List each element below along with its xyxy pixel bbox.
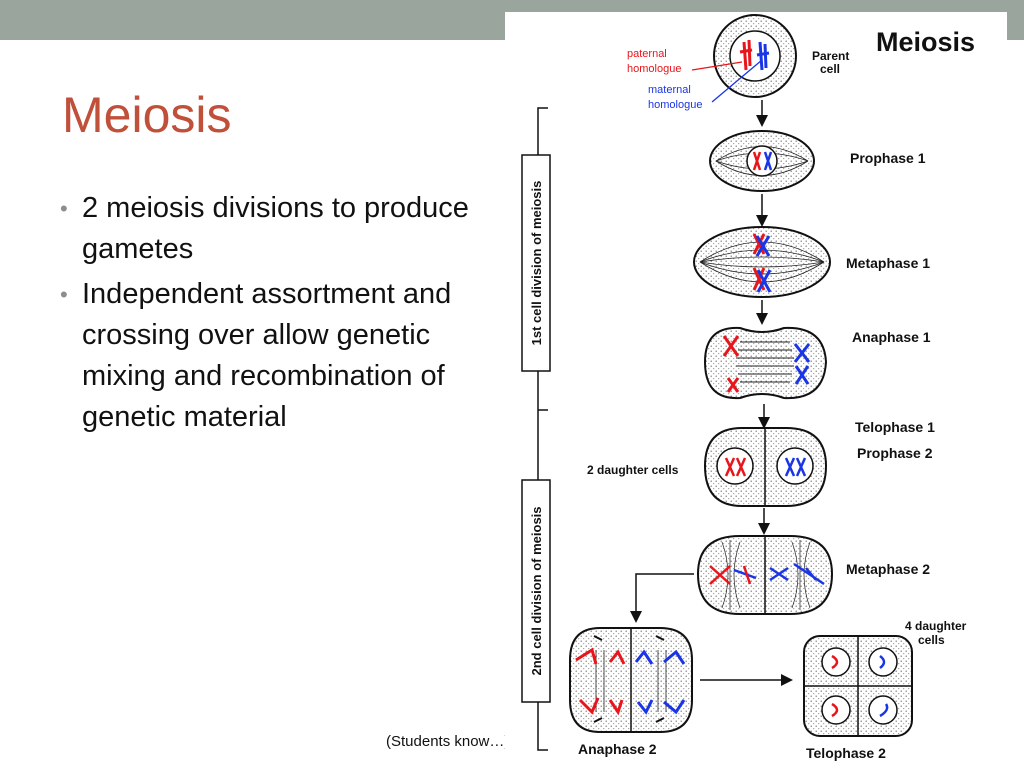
bullet-dot: • [60, 282, 68, 307]
slide-title: Meiosis [62, 87, 232, 143]
anaphase1-label: Anaphase 1 [852, 329, 931, 345]
metaphase1-cell [693, 226, 831, 298]
diagram-title: Meiosis [876, 27, 975, 57]
bullet-item: • 2 meiosis divisions to produce gametes [58, 188, 478, 270]
bullet-list: •2 meiosis divisions to produce gametes … [58, 188, 478, 442]
first-division-box [521, 154, 551, 372]
metaphase2-cells [696, 535, 834, 615]
bullet-item: • Independent assortment and crossing ove… [58, 274, 478, 438]
division-bracket [537, 107, 548, 751]
paternal-label: paternal [627, 48, 667, 60]
two-daughter-cells-label: 2 daughter cells [587, 463, 679, 477]
telophase1-label: Telophase 1 [855, 419, 935, 435]
telophase1-cells [703, 427, 828, 507]
prophase1-label: Prophase 1 [850, 150, 926, 166]
first-division-label: 1st cell division of meiosis [529, 181, 544, 346]
maternal-label: maternal [648, 84, 691, 96]
second-division-label: 2nd cell division of meiosis [529, 506, 544, 675]
bullet-dot: • [60, 196, 68, 221]
metaphase1-label: Metaphase 1 [846, 255, 930, 271]
telophase2-label: Telophase 2 [806, 745, 886, 761]
prophase1-cell [709, 130, 815, 192]
paternal-pointer [691, 61, 743, 71]
anaphase1-cell [703, 326, 828, 400]
meiosis-diagram: Meiosis paternal homologue maternal homo… [505, 12, 1007, 768]
prophase2-label: Prophase 2 [857, 445, 933, 461]
metaphase2-label: Metaphase 2 [846, 561, 930, 577]
parent-cell [713, 14, 797, 98]
parent-cell-label: cell [820, 62, 840, 76]
four-daughter-cells-label: 4 daughter [905, 619, 967, 633]
bullet-text: Independent assortment and crossing over… [82, 278, 452, 433]
bullet-text: 2 meiosis divisions to produce gametes [82, 192, 469, 265]
maternal-pointer [711, 59, 763, 103]
anaphase2-label: Anaphase 2 [578, 741, 657, 757]
flow-arrow [630, 573, 694, 623]
parent-cell-label: Parent [812, 49, 849, 63]
footnote: (Students know…) [386, 733, 510, 750]
second-division-box [521, 479, 551, 703]
anaphase2-cells [569, 627, 693, 733]
telophase2-cells [803, 635, 913, 737]
paternal-label: homologue [627, 63, 681, 75]
maternal-label: homologue [648, 99, 702, 111]
four-daughter-cells-label: cells [918, 633, 945, 647]
